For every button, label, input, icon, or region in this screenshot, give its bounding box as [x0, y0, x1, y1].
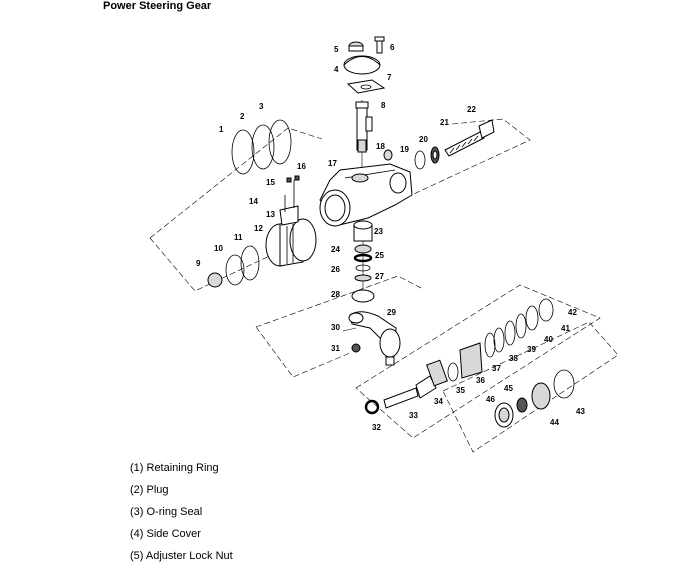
- callout-32: 32: [372, 423, 381, 432]
- callout-42: 42: [568, 308, 577, 317]
- callout-21: 21: [440, 118, 449, 127]
- rack-piston: [265, 218, 317, 267]
- parts-legend: (1) Retaining Ring (2) Plug (3) O-ring S…: [130, 461, 233, 571]
- callout-6: 6: [390, 43, 395, 52]
- callout-9: 9: [196, 259, 201, 268]
- retaining-rings: [231, 119, 292, 175]
- callout-34: 34: [434, 397, 443, 406]
- callout-11: 11: [234, 233, 243, 242]
- callout-17: 17: [328, 159, 337, 168]
- callout-labels: 1 2 3 4 5 6 7 8 9 10 11 12 13 14 15 16 1…: [196, 43, 585, 432]
- callout-20: 20: [419, 135, 428, 144]
- callout-18: 18: [376, 142, 385, 151]
- callout-28: 28: [331, 290, 340, 299]
- legend-item: (3) O-ring Seal: [130, 506, 203, 518]
- callout-19: 19: [400, 145, 409, 154]
- callout-25: 25: [375, 251, 384, 260]
- worm-shaft-assembly: [364, 298, 575, 428]
- pitman-arm: [342, 311, 401, 366]
- callout-41: 41: [561, 324, 570, 333]
- callout-8: 8: [381, 101, 386, 110]
- callout-39: 39: [527, 345, 536, 354]
- callout-15: 15: [266, 178, 275, 187]
- legend-item: (2) Plug: [130, 484, 169, 496]
- callout-24: 24: [331, 245, 340, 254]
- callout-38: 38: [509, 354, 518, 363]
- pitman-shaft: [355, 101, 373, 153]
- callout-46: 46: [486, 395, 495, 404]
- callout-12: 12: [254, 224, 263, 233]
- callout-43: 43: [576, 407, 585, 416]
- callout-36: 36: [476, 376, 485, 385]
- callout-4: 4: [334, 65, 339, 74]
- callout-3: 3: [259, 102, 264, 111]
- exploded-view-diagram: 1 2 3 4 5 6 7 8 9 10 11 12 13 14 15 16 1…: [149, 36, 619, 453]
- page-title: Power Steering Gear: [103, 0, 212, 12]
- side-cover-assembly: [343, 36, 386, 94]
- callout-14: 14: [249, 197, 258, 206]
- callout-40: 40: [544, 335, 553, 344]
- legend-item: (4) Side Cover: [130, 528, 201, 540]
- legend-item: (5) Adjuster Lock Nut: [130, 550, 233, 562]
- callout-22: 22: [467, 105, 476, 114]
- callout-26: 26: [331, 265, 340, 274]
- callout-23: 23: [374, 227, 383, 236]
- callout-7: 7: [387, 73, 392, 82]
- callout-13: 13: [266, 210, 275, 219]
- gear-housing: [319, 163, 413, 227]
- callout-37: 37: [492, 364, 501, 373]
- callout-16: 16: [297, 162, 306, 171]
- callout-10: 10: [214, 244, 223, 253]
- legend-item: (1) Retaining Ring: [130, 462, 219, 474]
- callout-44: 44: [550, 418, 559, 427]
- callout-1: 1: [219, 125, 224, 134]
- callout-33: 33: [409, 411, 418, 420]
- callout-29: 29: [387, 308, 396, 317]
- callout-35: 35: [456, 386, 465, 395]
- callout-31: 31: [331, 344, 340, 353]
- callout-2: 2: [240, 112, 245, 121]
- callout-5: 5: [334, 45, 339, 54]
- small-parts: [279, 175, 300, 226]
- callout-27: 27: [375, 272, 384, 281]
- callout-30: 30: [331, 323, 340, 332]
- callout-45: 45: [504, 384, 513, 393]
- valve-stack: [351, 220, 375, 303]
